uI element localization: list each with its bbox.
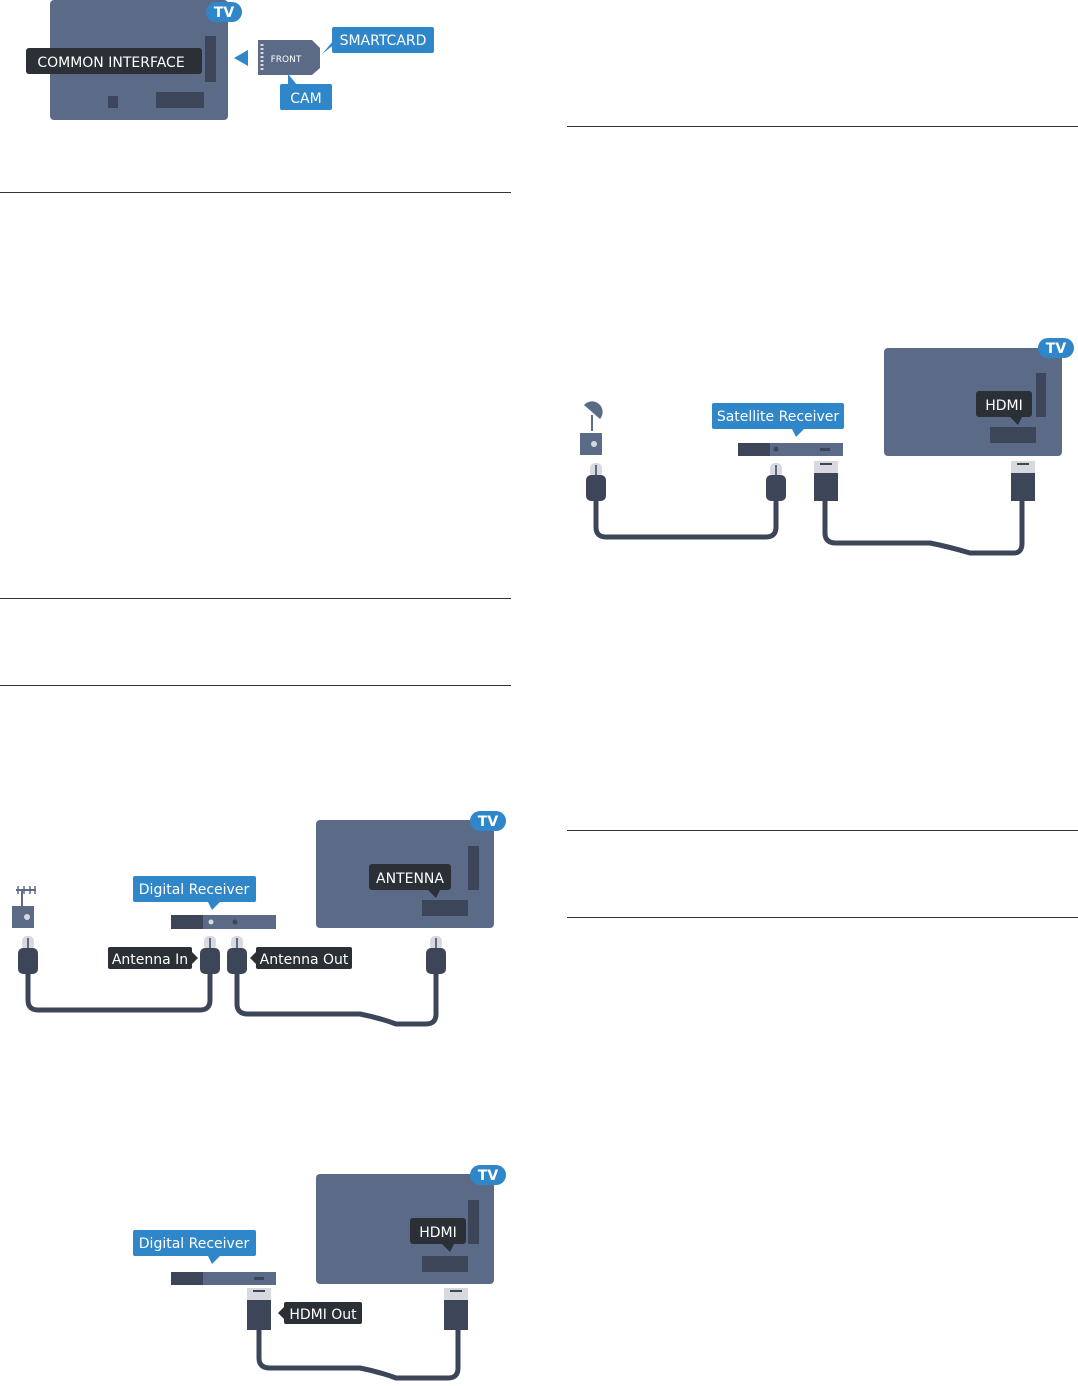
tv-badge: TV: [470, 811, 506, 831]
tv-badge: TV: [470, 1165, 506, 1185]
tv-side-slot: [468, 846, 479, 890]
coax-plug-icon: [766, 463, 786, 501]
common-interface-label: COMMON INTERFACE: [26, 48, 202, 74]
antenna-label: ANTENNA: [369, 864, 451, 898]
tv-side-slot: [468, 1200, 479, 1244]
digital-receiver-hdmi-diagram: TV HDMI Digital Receiver HDMI Out: [133, 1165, 506, 1381]
svg-text:COMMON INTERFACE: COMMON INTERFACE: [37, 55, 184, 71]
hdmi-plug-icon: [1011, 461, 1035, 501]
divider: [0, 192, 511, 193]
svg-text:SMARTCARD: SMARTCARD: [340, 33, 427, 49]
digital-receiver-callout: Digital Receiver: [133, 876, 256, 910]
svg-text:Satellite Receiver: Satellite Receiver: [717, 409, 840, 425]
svg-text:ANTENNA: ANTENNA: [376, 871, 444, 887]
hdmi-plug-icon: [444, 1288, 468, 1330]
satellite-receiver-box: [738, 443, 843, 456]
hdmi-label: HDMI: [976, 391, 1032, 425]
tv-port: [108, 96, 118, 108]
svg-text:HDMI: HDMI: [985, 398, 1023, 414]
tv-side-slot: [1036, 373, 1046, 417]
divider: [0, 598, 511, 599]
cam-module: FRONT: [258, 40, 320, 75]
coax-plug-icon: [426, 936, 446, 974]
digital-receiver-callout: Digital Receiver: [133, 1230, 256, 1264]
smartcard-callout: SMARTCARD: [322, 27, 434, 54]
svg-text:CAM: CAM: [290, 91, 321, 107]
divider: [567, 830, 1078, 831]
coax-plug-icon: [227, 936, 247, 974]
hdmi-plug-icon: [814, 461, 838, 501]
divider: [0, 685, 511, 686]
satellite-receiver-diagram: TV HDMI Satellite Receiver: [580, 338, 1074, 556]
svg-text:HDMI Out: HDMI Out: [289, 1307, 357, 1323]
hdmi-cable: [814, 461, 1035, 556]
hdmi-plug-icon: [247, 1288, 271, 1330]
digital-receiver-antenna-diagram: TV ANTENNA Digital Receiver: [12, 811, 506, 1027]
tv-hdmi-port: [422, 1256, 468, 1272]
svg-text:TV: TV: [214, 5, 235, 21]
divider: [567, 126, 1078, 127]
tv-badge: TV: [206, 2, 242, 22]
tv-ci-slot: [205, 36, 216, 82]
digital-receiver-box: [171, 915, 276, 929]
svg-text:Antenna Out: Antenna Out: [260, 952, 349, 968]
svg-text:Digital Receiver: Digital Receiver: [139, 882, 250, 898]
svg-text:TV: TV: [478, 1168, 499, 1184]
svg-text:HDMI: HDMI: [419, 1225, 457, 1241]
antenna-icon: [16, 886, 36, 906]
tv-badge: TV: [1038, 338, 1074, 358]
antenna-out-label: Antenna Out: [250, 947, 352, 969]
wall-socket-icon: [12, 906, 34, 928]
hdmi-out-label: HDMI Out: [278, 1302, 362, 1324]
front-label: FRONT: [271, 55, 302, 65]
svg-text:Antenna In: Antenna In: [112, 952, 188, 968]
tv-hdmi-port: [990, 427, 1036, 443]
coax-cable: [586, 463, 786, 540]
satellite-dish-icon: [584, 401, 603, 431]
wall-socket-icon: [580, 433, 602, 455]
coax-plug-icon: [586, 463, 606, 501]
tv-antenna-port: [422, 900, 468, 916]
svg-text:TV: TV: [478, 814, 499, 830]
coax-cable: [25, 968, 439, 1027]
coax-plug-icon: [18, 936, 38, 974]
svg-text:TV: TV: [1046, 341, 1067, 357]
hdmi-label: HDMI: [410, 1218, 466, 1252]
svg-text:Digital Receiver: Digital Receiver: [139, 1236, 250, 1252]
arrow-left-icon: [234, 50, 248, 66]
coax-plug-icon: [200, 936, 220, 974]
hdmi-cable: [256, 1330, 461, 1381]
common-interface-diagram: TV COMMON INTERFACE FRONT SMARTCARD CAM: [26, 0, 434, 120]
tv-port: [156, 92, 204, 108]
antenna-in-label: Antenna In: [108, 947, 198, 969]
satellite-receiver-callout: Satellite Receiver: [712, 403, 844, 437]
divider: [567, 917, 1078, 918]
digital-receiver-box: [171, 1272, 276, 1285]
cam-callout: CAM: [280, 74, 332, 110]
